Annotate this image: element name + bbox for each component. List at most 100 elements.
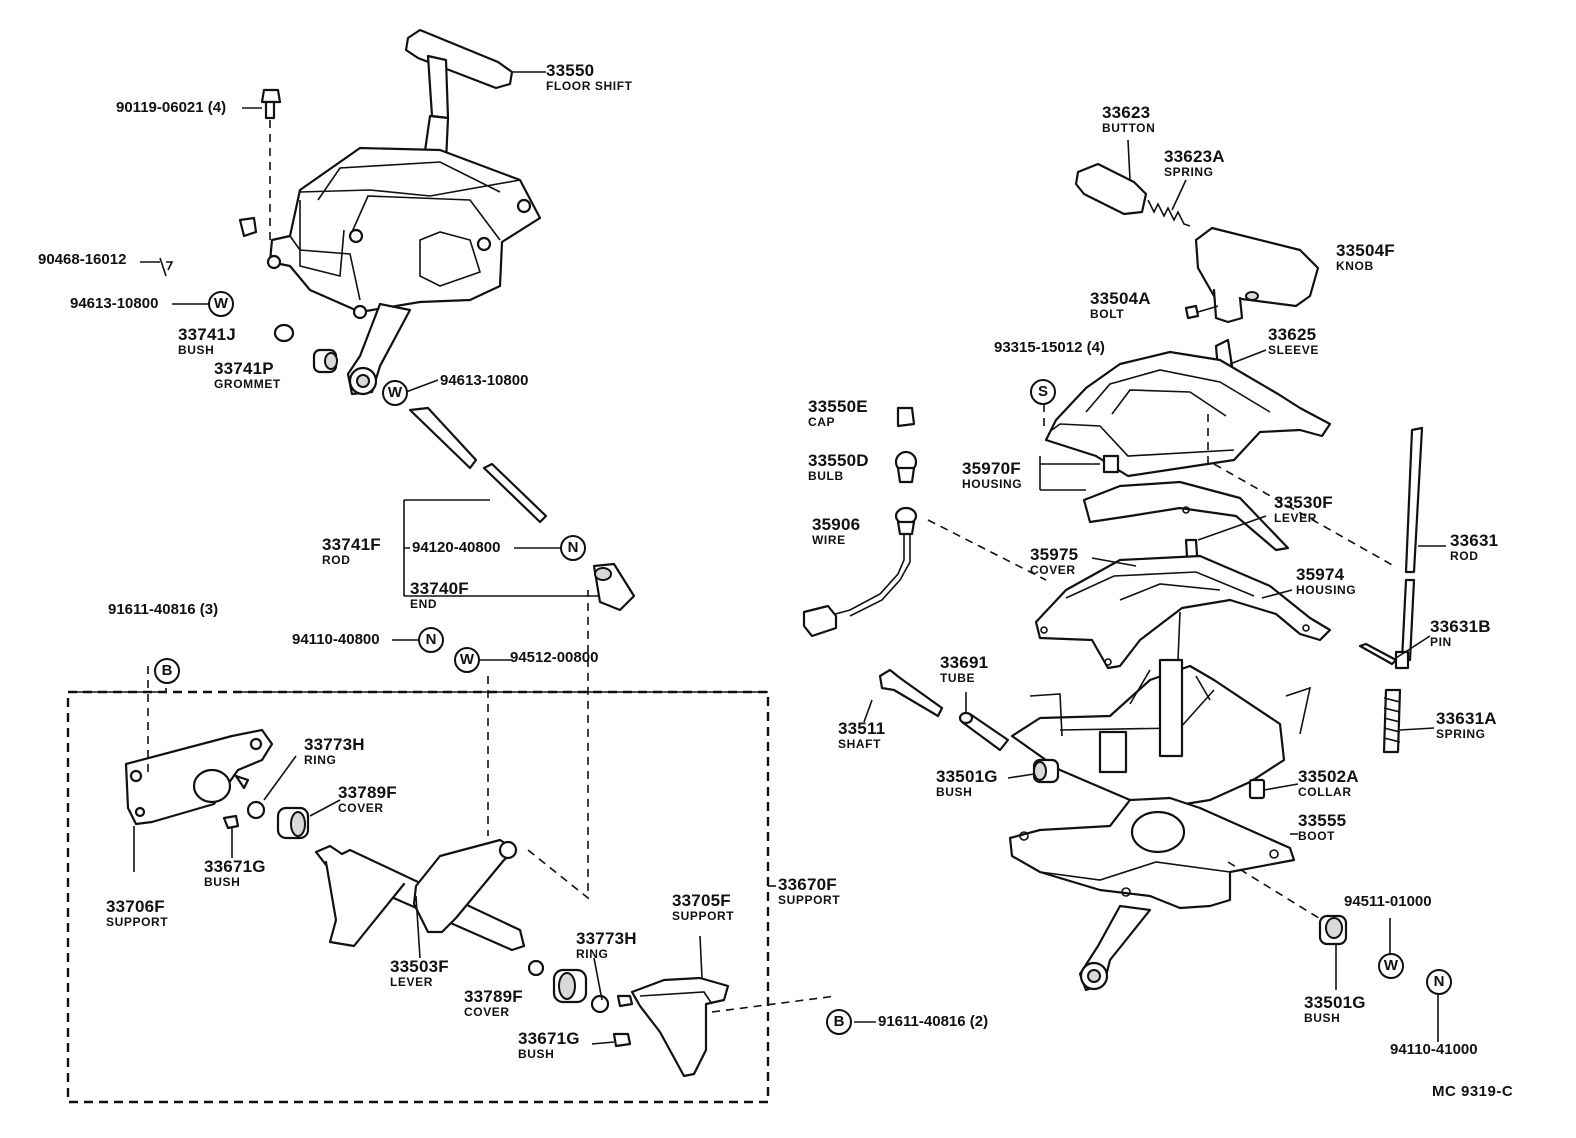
part-number: 33623A (1164, 147, 1225, 166)
ring-right (590, 994, 610, 1014)
part-number: 33530F (1274, 493, 1333, 512)
part-number: 33691 (940, 653, 989, 672)
nut-symbol: N (418, 627, 444, 653)
part-label-33504a: 33504A BOLT (1090, 290, 1151, 320)
part-number: 35974 (1296, 565, 1345, 584)
part-number: 33550 (546, 61, 595, 80)
tube-33691 (958, 711, 1010, 752)
part-name: END (410, 597, 438, 611)
part-name: RING (304, 753, 337, 767)
bush-33501g-upper (1032, 758, 1060, 784)
part-label-33741f: 33741F ROD (322, 536, 381, 566)
part-label-33671g-left: 33671G BUSH (204, 858, 266, 888)
part-label-33705f: 33705F SUPPORT (672, 892, 734, 922)
part-name: SHAFT (838, 737, 881, 751)
part-number: 33502A (1298, 767, 1359, 786)
part-label-33550e: 33550E CAP (808, 398, 868, 428)
knob-33504f (1194, 226, 1320, 324)
part-number: 33741P (214, 359, 274, 378)
cover-35975 (1082, 480, 1290, 552)
part-number: 33671G (518, 1029, 580, 1048)
floor-shift-knob (404, 28, 514, 164)
ref-nut-94110-40800: 94110-40800 (292, 631, 380, 648)
mounting-bolt (238, 88, 282, 240)
part-name: SPRING (1436, 727, 1486, 741)
lever-33503f (314, 590, 589, 977)
bolt-33504a (1184, 304, 1200, 320)
part-number: 33671G (204, 857, 266, 876)
washer-symbol: W (208, 291, 234, 317)
ref-bolt-90119: 90119-06021 (4) (116, 99, 227, 116)
part-name: SLEEVE (1268, 343, 1319, 357)
part-label-33555: 33555 BOOT (1298, 812, 1346, 842)
part-label-33623: 33623 BUTTON (1102, 104, 1155, 134)
part-label-33789f-left: 33789F COVER (338, 784, 397, 814)
part-number: 33501G (1304, 993, 1366, 1012)
part-label-33670f: 33670F SUPPORT (778, 876, 840, 906)
part-label-33773h-left: 33773H RING (304, 736, 365, 766)
grommet-33741p (312, 348, 338, 374)
part-name: BOLT (1090, 307, 1125, 321)
wire-35906 (802, 506, 1047, 638)
bush-33501g-lower (1227, 861, 1348, 946)
ref-bolt-91611-3: 91611-40816 (3) (108, 601, 219, 618)
part-label-33623a: 33623A SPRING (1164, 148, 1225, 178)
part-label-33741p: 33741P GROMMET (214, 360, 281, 390)
button-33623 (1074, 139, 1148, 216)
support-33706f (124, 666, 274, 826)
clip-pin (159, 257, 174, 277)
spring-33631a (1382, 688, 1402, 754)
ref-pin-90468: 90468-16012 (38, 251, 127, 268)
rod-33631 (1207, 414, 1424, 670)
part-number: 33789F (338, 783, 397, 802)
part-label-33789f-right: 33789F COVER (464, 988, 523, 1018)
part-label-33706f: 33706F SUPPORT (106, 898, 168, 928)
part-number: 35906 (812, 515, 861, 534)
part-name: FLOOR SHIFT (546, 79, 633, 93)
part-name: BUSH (518, 1047, 555, 1061)
base-plate (1010, 611, 1312, 810)
part-label-33530f: 33530F LEVER (1274, 494, 1333, 524)
part-name: SUPPORT (778, 893, 841, 907)
washer-symbol: W (1378, 953, 1404, 979)
part-label-33691: 33691 TUBE (940, 654, 988, 684)
part-number: 33503F (390, 957, 449, 976)
part-name: BUSH (936, 785, 973, 799)
rod-end (476, 562, 636, 612)
part-name: COVER (1030, 563, 1076, 577)
part-number: 33550D (808, 451, 869, 470)
part-number: 33740F (410, 579, 469, 598)
part-name: SUPPORT (672, 909, 735, 923)
part-number: 33555 (1298, 811, 1347, 830)
part-label-33501g-upper: 33501G BUSH (936, 768, 998, 798)
boot-33555 (1008, 796, 1296, 910)
part-name: HOUSING (1296, 583, 1357, 597)
collar-33502a (1248, 778, 1266, 800)
part-number: 33705F (672, 891, 731, 910)
screw-symbol: S (1030, 379, 1056, 405)
part-label-33503f: 33503F LEVER (390, 958, 449, 988)
part-number: 33789F (464, 987, 523, 1006)
ref-washer-94512: 94512-00800 (510, 649, 599, 666)
ref-screw-93315: 93315-15012 (4) (994, 339, 1105, 356)
part-label-35975: 35975 COVER (1030, 546, 1078, 576)
part-number: 33501G (936, 767, 998, 786)
part-number: 33706F (106, 897, 165, 916)
part-number: 33670F (778, 875, 837, 894)
part-name: PIN (1430, 635, 1452, 649)
part-number: 33504A (1090, 289, 1151, 308)
part-label-35970f: 35970F HOUSING (962, 460, 1022, 490)
cover-right (552, 968, 588, 1004)
bush-33741j (273, 323, 295, 343)
floor-shift-arm (346, 302, 412, 396)
part-name: BOOT (1298, 829, 1336, 843)
part-name: SUPPORT (106, 915, 169, 929)
ref-washer-94511: 94511-01000 (1344, 893, 1432, 910)
part-name: KNOB (1336, 259, 1374, 273)
shaft-33511 (878, 668, 944, 718)
part-label-33501g-lower: 33501G BUSH (1304, 994, 1366, 1024)
bottom-arm (1078, 904, 1152, 992)
part-name: BUSH (204, 875, 241, 889)
part-number: 33631B (1430, 617, 1491, 636)
